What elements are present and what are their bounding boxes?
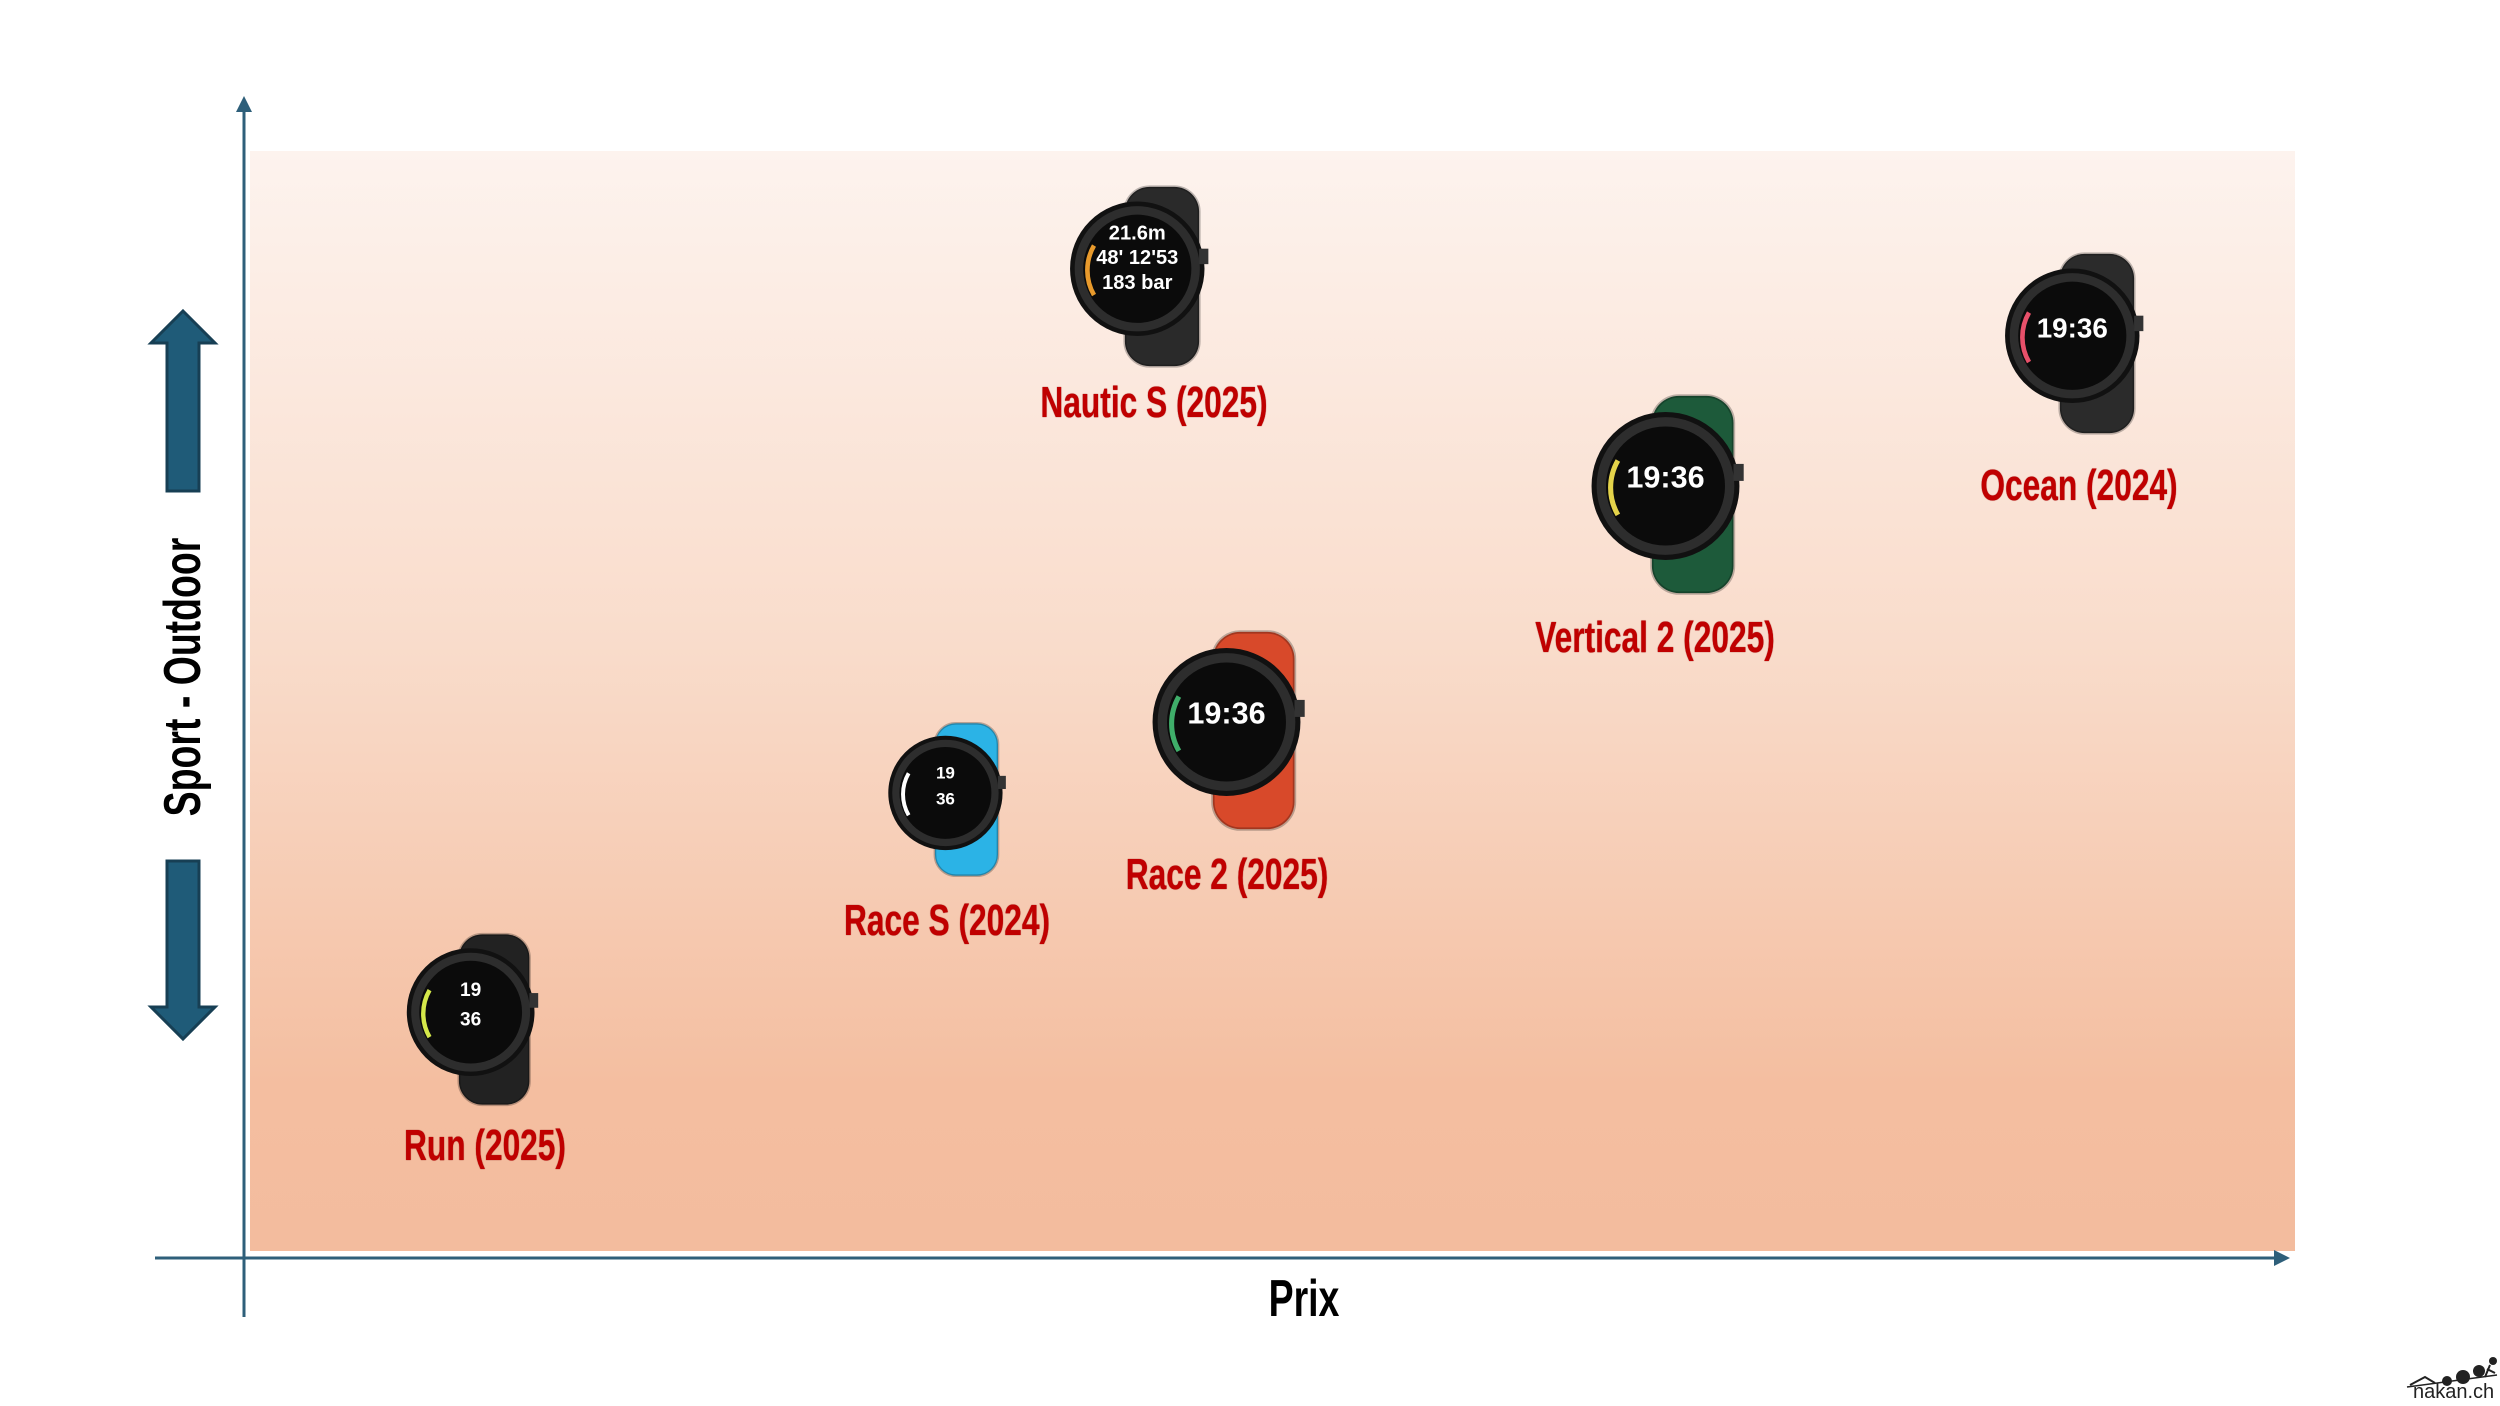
watch-image: 19:36: [1581, 392, 1768, 603]
watch-face-text: 21.6m: [1109, 222, 1166, 244]
watch-face-text: 19:36: [1187, 697, 1265, 731]
item-label: Nautic S (2025): [1040, 378, 1268, 427]
watch-image: 19:36: [1142, 628, 1329, 839]
watch-face-text: 19: [460, 980, 481, 1001]
watch-face-text: 183 bar: [1102, 272, 1173, 294]
x-axis-arrowhead: [2274, 1250, 2290, 1266]
down-arrow-icon: [147, 859, 219, 1042]
watch-face-text: 19:36: [2037, 312, 2108, 343]
x-axis-label: Prix: [1268, 1270, 1340, 1328]
watch-face-text: 36: [936, 790, 955, 809]
item-label: Race S (2024): [843, 896, 1051, 945]
watch-face-text: 48' 12'53: [1096, 247, 1178, 269]
y-axis-label: Sport - Outdoor: [154, 537, 212, 817]
item-label: Ocean (2024): [1980, 461, 2178, 510]
watch-face-text: 36: [460, 1009, 481, 1030]
watch-face-text: 19:36: [1626, 461, 1704, 495]
y-axis-arrowhead: [236, 96, 252, 112]
nakan-logo: [2406, 1357, 2498, 1388]
item-label: Vertical 2 (2025): [1535, 613, 1775, 662]
item-label: Race 2 (2025): [1125, 850, 1329, 899]
watch-image: 19:36: [1995, 250, 2165, 442]
watch-image: 21.6m 48' 12'53 183 bar: [1060, 183, 1230, 375]
up-arrow-icon: [147, 308, 219, 493]
watch-face-text: 19: [936, 763, 955, 782]
watermark: nakan.ch: [2413, 1381, 2495, 1403]
item-label: Run (2025): [404, 1121, 566, 1170]
